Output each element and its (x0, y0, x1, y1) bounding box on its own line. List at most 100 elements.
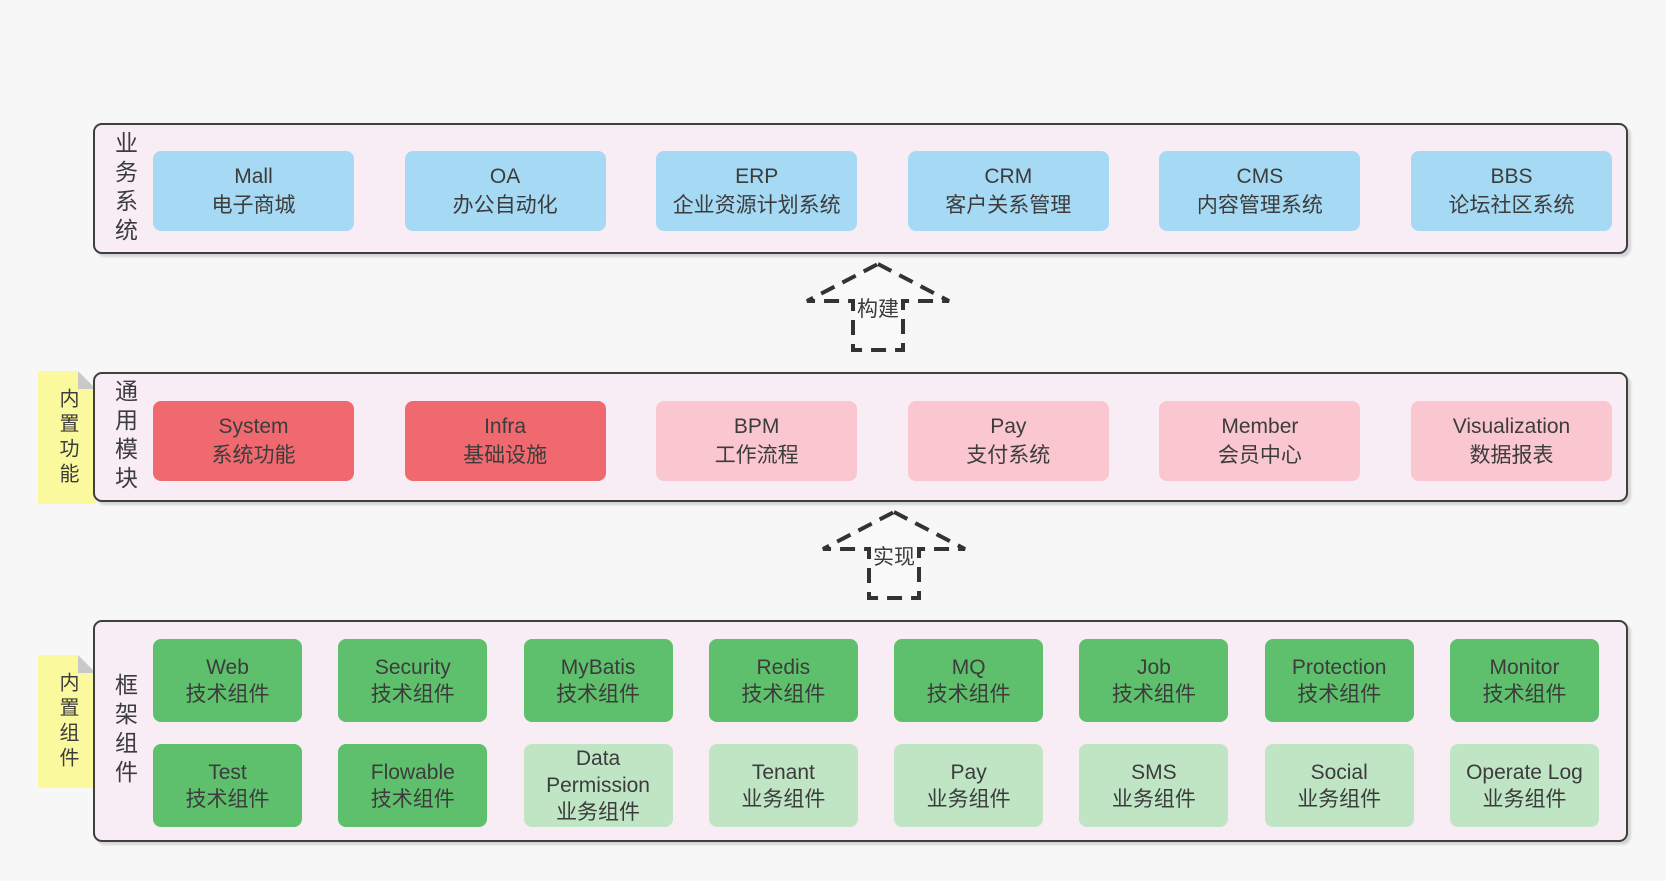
box-name: Social (1310, 760, 1368, 784)
sticky-note-builtin-functions: 内置功能 (38, 371, 96, 504)
box-name: Web (206, 655, 249, 679)
box-desc: 技术组件 (185, 682, 270, 706)
box-name: MyBatis (560, 655, 636, 679)
box-name: Protection (1291, 655, 1387, 679)
box-mq: MQ 技术组件 (894, 639, 1044, 722)
box-desc: 基础设施 (463, 444, 548, 467)
box-name: Pay (950, 760, 987, 784)
implement-arrow-label: 实现 (871, 541, 917, 571)
box-operate-log: Operate Log 业务组件 (1449, 744, 1599, 827)
box-name: BPM (733, 415, 780, 438)
box-mall: Mall 电子商城 (153, 151, 354, 231)
box-crm: CRM 客户关系管理 (907, 151, 1109, 231)
box-desc: 系统功能 (211, 444, 296, 467)
box-name: OA (489, 165, 521, 188)
box-name: Job (1136, 655, 1171, 679)
box-monitor: Monitor 技术组件 (1449, 639, 1599, 722)
box-visualization: Visualization 数据报表 (1410, 401, 1612, 481)
box-desc: 业务组件 (1482, 787, 1567, 811)
box-desc: 技术组件 (1482, 682, 1567, 706)
section-framework-components: 框架组件 Web 技术组件 Security 技术组件 MyBatis 技术组件… (93, 620, 1628, 842)
box-oa: OA 办公自动化 (404, 151, 606, 231)
section-common-modules-label: 通用模块 (111, 379, 138, 495)
box-desc: 业务组件 (926, 787, 1011, 811)
box-desc: 工作流程 (714, 444, 799, 467)
box-name: Test (208, 760, 247, 784)
box-name: Data Permission (546, 747, 650, 797)
box-protection: Protection 技术组件 (1264, 639, 1414, 722)
build-arrow: 构建 (804, 260, 952, 354)
box-data-permission: Data Permission 业务组件 (523, 744, 673, 827)
section-common-modules: 通用模块 System 系统功能 Infra 基础设施 BPM 工作流程 Pay… (93, 372, 1628, 502)
box-desc: 技术组件 (556, 682, 641, 706)
box-bpm: BPM 工作流程 (656, 401, 858, 481)
framework-components-row-2: Test 技术组件 Flowable 技术组件 Data Permission … (153, 744, 1599, 827)
box-desc: 技术组件 (185, 787, 270, 811)
business-systems-row: Mall 电子商城 OA 办公自动化 ERP 企业资源计划系统 CRM 客户关系… (153, 151, 1612, 231)
box-name: Infra (484, 415, 527, 438)
box-name: SMS (1131, 760, 1177, 784)
box-name: Monitor (1489, 655, 1560, 679)
box-pay-component: Pay 业务组件 (894, 744, 1044, 827)
box-flowable: Flowable 技术组件 (338, 744, 488, 827)
box-desc: 内容管理系统 (1196, 194, 1323, 217)
sticky-note-text: 内置组件 (56, 671, 78, 772)
box-desc: 技术组件 (370, 787, 455, 811)
box-desc: 数据报表 (1469, 444, 1554, 467)
box-test: Test 技术组件 (153, 744, 302, 827)
box-desc: 业务组件 (1111, 787, 1196, 811)
box-name: BBS (1490, 165, 1533, 188)
box-pay-module: Pay 支付系统 (907, 401, 1109, 481)
box-name: CMS (1236, 165, 1284, 188)
box-cms: CMS 内容管理系统 (1159, 151, 1361, 231)
box-desc: 业务组件 (556, 801, 641, 824)
box-desc: 业务组件 (1297, 787, 1382, 811)
box-desc: 企业资源计划系统 (672, 194, 841, 217)
framework-components-row-1: Web 技术组件 Security 技术组件 MyBatis 技术组件 Redi… (153, 639, 1599, 722)
box-web: Web 技术组件 (153, 639, 302, 722)
box-name: Security (374, 655, 451, 679)
box-name: Visualization (1452, 415, 1571, 438)
box-name: MQ (951, 655, 986, 679)
box-name: Flowable (370, 760, 455, 784)
box-name: Tenant (751, 760, 815, 784)
box-desc: 支付系统 (966, 444, 1051, 467)
box-erp: ERP 企业资源计划系统 (656, 151, 858, 231)
box-system: System 系统功能 (153, 401, 354, 481)
box-desc: 技术组件 (1111, 682, 1196, 706)
box-desc: 业务组件 (741, 787, 826, 811)
common-modules-row: System 系统功能 Infra 基础设施 BPM 工作流程 Pay 支付系统… (153, 401, 1612, 481)
box-name: System (218, 415, 289, 438)
box-job: Job 技术组件 (1079, 639, 1229, 722)
box-security: Security 技术组件 (338, 639, 488, 722)
box-desc: 技术组件 (1297, 682, 1382, 706)
box-infra: Infra 基础设施 (404, 401, 606, 481)
section-business-systems-label: 业务系统 (111, 130, 138, 247)
box-social: Social 业务组件 (1264, 744, 1414, 827)
section-business-systems: 业务系统 Mall 电子商城 OA 办公自动化 ERP 企业资源计划系统 CRM… (93, 123, 1628, 254)
box-redis: Redis 技术组件 (708, 639, 858, 722)
box-desc: 电子商城 (211, 194, 296, 217)
box-name: Mall (234, 165, 273, 188)
box-desc: 技术组件 (926, 682, 1011, 706)
box-desc: 技术组件 (370, 682, 455, 706)
box-name: ERP (735, 165, 779, 188)
box-desc: 会员中心 (1217, 444, 1302, 467)
box-mybatis: MyBatis 技术组件 (523, 639, 673, 722)
box-desc: 客户关系管理 (945, 194, 1072, 217)
box-desc: 论坛社区系统 (1448, 194, 1575, 217)
box-member: Member 会员中心 (1159, 401, 1361, 481)
box-tenant: Tenant 业务组件 (708, 744, 858, 827)
sticky-note-builtin-components: 内置组件 (38, 655, 96, 788)
implement-arrow: 实现 (820, 508, 968, 602)
box-name: CRM (984, 165, 1033, 188)
box-name: Member (1221, 415, 1299, 438)
box-name: Redis (756, 655, 811, 679)
section-framework-components-label: 框架组件 (111, 673, 138, 789)
box-sms: SMS 业务组件 (1079, 744, 1229, 827)
sticky-note-text: 内置功能 (56, 387, 78, 488)
box-bbs: BBS 论坛社区系统 (1410, 151, 1612, 231)
box-name: Operate Log (1466, 760, 1583, 784)
box-name: Pay (990, 415, 1027, 438)
